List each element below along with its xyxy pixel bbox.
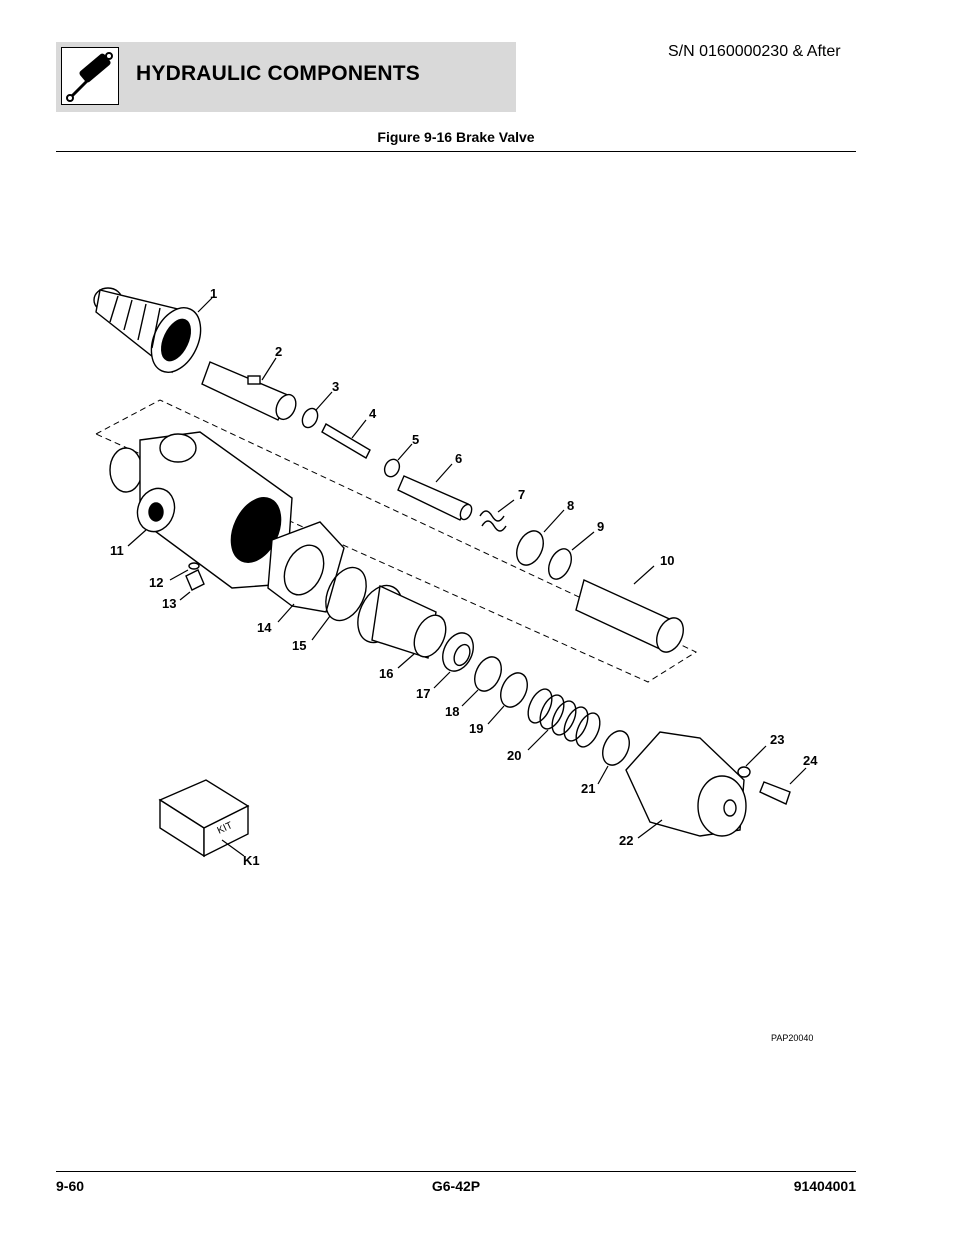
document-number: 91404001 — [793, 1178, 856, 1194]
part-fitting-13 — [185, 569, 205, 591]
footer-divider — [56, 1171, 856, 1172]
kit-box — [158, 779, 250, 858]
part-snap-ring-15 — [325, 566, 367, 622]
part-plunger — [201, 361, 297, 421]
part-cover — [625, 731, 747, 837]
callout-8: 8 — [567, 498, 574, 513]
callout-12: 12 — [149, 575, 163, 590]
figure-title: Figure 9-16 Brake Valve — [377, 129, 535, 145]
header-divider — [56, 151, 856, 152]
part-o-ring-3 — [301, 407, 319, 429]
serial-number-range: S/N 0160000230 & After — [668, 43, 841, 60]
callout-21: 21 — [581, 781, 595, 796]
callout-4: 4 — [369, 406, 377, 421]
model-number: G6-42P — [431, 1178, 481, 1194]
part-retainer-9 — [547, 548, 573, 580]
part-spool — [397, 475, 469, 521]
callout-16: 16 — [379, 666, 393, 681]
part-o-ring-18 — [474, 656, 502, 692]
hydraulic-cylinder-icon — [61, 47, 119, 105]
part-pin — [321, 423, 371, 459]
callout-5: 5 — [412, 432, 419, 447]
callout-17: 17 — [416, 686, 430, 701]
part-valve-body — [109, 431, 293, 589]
callout-19: 19 — [469, 721, 483, 736]
callout-24: 24 — [803, 753, 818, 768]
callout-13: 13 — [162, 596, 176, 611]
callout-1: 1 — [210, 286, 217, 301]
page-number: 9-60 — [56, 1178, 85, 1194]
callout-11: 11 — [110, 543, 124, 558]
callout-k1: K1 — [243, 853, 260, 868]
callout-23: 23 — [770, 732, 784, 747]
part-spring-20 — [527, 688, 601, 748]
section-title: HYDRAULIC COMPONENTS — [136, 62, 421, 85]
part-piston — [357, 584, 447, 659]
part-spring-seat — [602, 730, 630, 766]
callout-10: 10 — [660, 553, 674, 568]
part-spring-7 — [479, 510, 507, 532]
callout-18: 18 — [445, 704, 459, 719]
part-washer-23 — [737, 766, 751, 778]
callout-14: 14 — [257, 620, 272, 635]
part-boot — [93, 287, 202, 374]
figure-image-code: PAP20040 — [771, 1033, 813, 1043]
callout-3: 3 — [332, 379, 339, 394]
part-ring-19 — [500, 672, 528, 708]
part-snap-ring-8 — [516, 530, 544, 566]
header-band — [56, 42, 516, 112]
callout-2: 2 — [275, 344, 282, 359]
callout-6: 6 — [455, 451, 462, 466]
part-bolt — [759, 781, 791, 805]
callout-7: 7 — [518, 487, 525, 502]
callout-20: 20 — [507, 748, 521, 763]
part-cap-12 — [188, 562, 200, 570]
part-washer-5 — [383, 458, 401, 478]
callout-9: 9 — [597, 519, 604, 534]
callout-22: 22 — [619, 833, 633, 848]
callout-15: 15 — [292, 638, 306, 653]
